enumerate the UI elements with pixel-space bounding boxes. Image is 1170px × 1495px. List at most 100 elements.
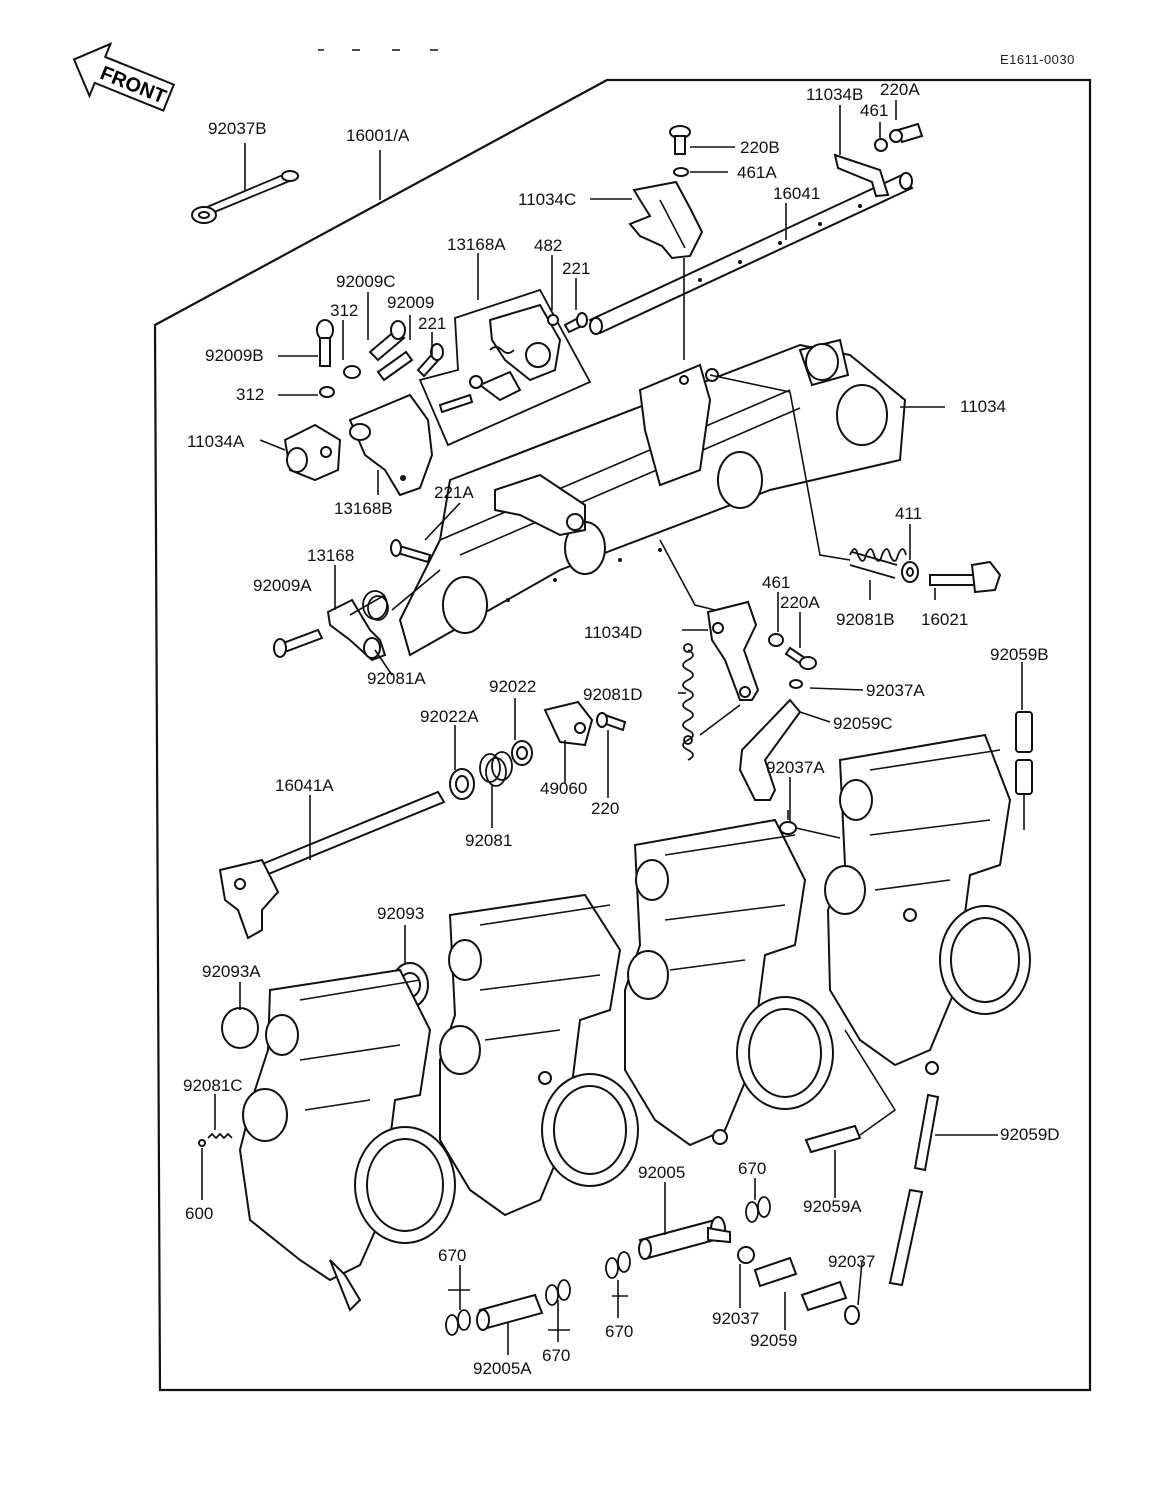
link-line-13168 xyxy=(349,569,441,616)
part-670-orings-c xyxy=(605,1251,631,1279)
connector-line-92081D xyxy=(699,704,741,736)
label-92081D: 92081D xyxy=(583,685,643,704)
part-92081B-spring xyxy=(849,548,907,579)
label-92093: 92093 xyxy=(377,904,425,923)
label-461A: 461A xyxy=(737,163,777,182)
label-461-mid: 461 xyxy=(762,573,791,592)
label-92081B: 92081B xyxy=(836,610,895,629)
part-92009C-screw xyxy=(368,320,406,362)
part-220A-screw-mid xyxy=(784,646,817,670)
part-13168B-cam xyxy=(348,393,434,497)
part-92037B-link xyxy=(191,170,299,224)
part-461-washer-mid xyxy=(768,633,784,647)
label-312-b: 312 xyxy=(236,385,265,404)
part-92059C-hose xyxy=(738,698,802,801)
part-92037-clip-a xyxy=(737,1246,755,1264)
label-92009B: 92009B xyxy=(205,346,264,365)
label-92022A: 92022A xyxy=(420,707,479,726)
part-16021-knob-screw xyxy=(929,560,1002,594)
part-92081D-spring xyxy=(682,643,694,761)
label-11034C: 11034C xyxy=(518,190,577,209)
label-92009C: 92009C xyxy=(336,272,396,291)
label-221-a: 221 xyxy=(562,259,591,278)
label-670-a: 670 xyxy=(738,1159,767,1178)
label-11034D: 11034D xyxy=(584,623,643,642)
part-92059B-hose xyxy=(1015,711,1033,830)
part-92093A-cap xyxy=(221,1007,259,1049)
part-92037A-clip-b xyxy=(779,821,797,835)
part-312-washer-a xyxy=(343,365,361,379)
label-92005A: 92005A xyxy=(473,1359,532,1378)
part-92037A-clip-a xyxy=(789,679,803,689)
label-600: 600 xyxy=(185,1204,214,1223)
label-92059A: 92059A xyxy=(803,1197,862,1216)
part-11034B-bracket xyxy=(833,122,924,198)
part-221-screw-b xyxy=(416,343,444,378)
label-11034: 11034 xyxy=(960,397,1007,416)
label-92009: 92009 xyxy=(387,293,435,312)
part-92059D-hose xyxy=(888,1093,940,1287)
part-221A-screw xyxy=(390,539,432,564)
label-670-c: 670 xyxy=(605,1322,634,1341)
part-600-ball xyxy=(198,1139,206,1147)
label-16041: 16041 xyxy=(773,184,821,203)
part-220-screw xyxy=(596,712,627,732)
label-670-d: 670 xyxy=(542,1346,571,1365)
part-92022A-washer xyxy=(449,768,475,800)
label-13168: 13168 xyxy=(307,546,355,565)
label-92081: 92081 xyxy=(465,831,513,850)
carburetor-4 xyxy=(824,733,1031,1075)
connector-line-11034D xyxy=(659,539,716,611)
label-92059: 92059 xyxy=(750,1331,798,1350)
carburetor-3 xyxy=(624,818,834,1147)
label-92037A-a: 92037A xyxy=(866,681,925,700)
label-92037B: 92037B xyxy=(208,119,267,138)
label-411: 411 xyxy=(895,504,923,523)
part-13168A-group-box xyxy=(418,288,592,447)
part-221-screw-a xyxy=(563,312,588,334)
label-220: 220 xyxy=(591,799,620,818)
connector-line-92059A xyxy=(844,1029,897,1136)
leader-lines xyxy=(201,100,1023,1355)
label-16021: 16021 xyxy=(921,610,969,629)
label-92059C: 92059C xyxy=(833,714,893,733)
part-92005-pipe xyxy=(638,1216,731,1260)
label-92037-a: 92037 xyxy=(828,1252,876,1271)
label-92093A: 92093A xyxy=(202,962,261,981)
part-13168A-lever xyxy=(438,303,562,414)
label-16041A: 16041A xyxy=(275,776,334,795)
label-220A-top: 220A xyxy=(880,80,920,99)
part-49060-fitting xyxy=(543,700,594,747)
label-92081A: 92081A xyxy=(367,669,426,688)
label-221A: 221A xyxy=(434,483,474,502)
label-13168A: 13168A xyxy=(447,235,506,254)
part-670-orings-d xyxy=(445,1309,471,1336)
part-16041-shaft xyxy=(588,172,914,335)
label-461-top: 461 xyxy=(860,101,889,120)
part-11034-main-bracket xyxy=(398,338,907,657)
part-16041A-rod xyxy=(218,790,446,940)
part-92037-clip-b xyxy=(844,1305,860,1325)
label-221-b: 221 xyxy=(418,314,447,333)
part-312-washer-b xyxy=(319,386,335,398)
part-92059-hose xyxy=(753,1256,848,1312)
front-arrow-icon: FRONT xyxy=(72,42,176,112)
part-11034C-bracket xyxy=(628,180,704,260)
label-92022: 92022 xyxy=(489,677,537,696)
label-92059D: 92059D xyxy=(1000,1125,1060,1144)
part-11034A-fitting xyxy=(283,423,342,482)
label-92081C: 92081C xyxy=(183,1076,243,1095)
label-92005: 92005 xyxy=(638,1163,686,1182)
part-92009B-screw xyxy=(316,319,334,367)
label-482: 482 xyxy=(534,236,563,255)
label-11034B: 11034B xyxy=(806,85,864,104)
label-220A-mid: 220A xyxy=(780,593,820,612)
carburetor-2 xyxy=(439,893,639,1217)
part-92022-washer xyxy=(511,740,533,766)
label-220B: 220B xyxy=(740,138,780,157)
part-92081A-spring xyxy=(362,590,389,621)
carburetor-1 xyxy=(238,968,456,1312)
part-92005A-pipe xyxy=(476,1293,544,1331)
label-92009A: 92009A xyxy=(253,576,312,595)
